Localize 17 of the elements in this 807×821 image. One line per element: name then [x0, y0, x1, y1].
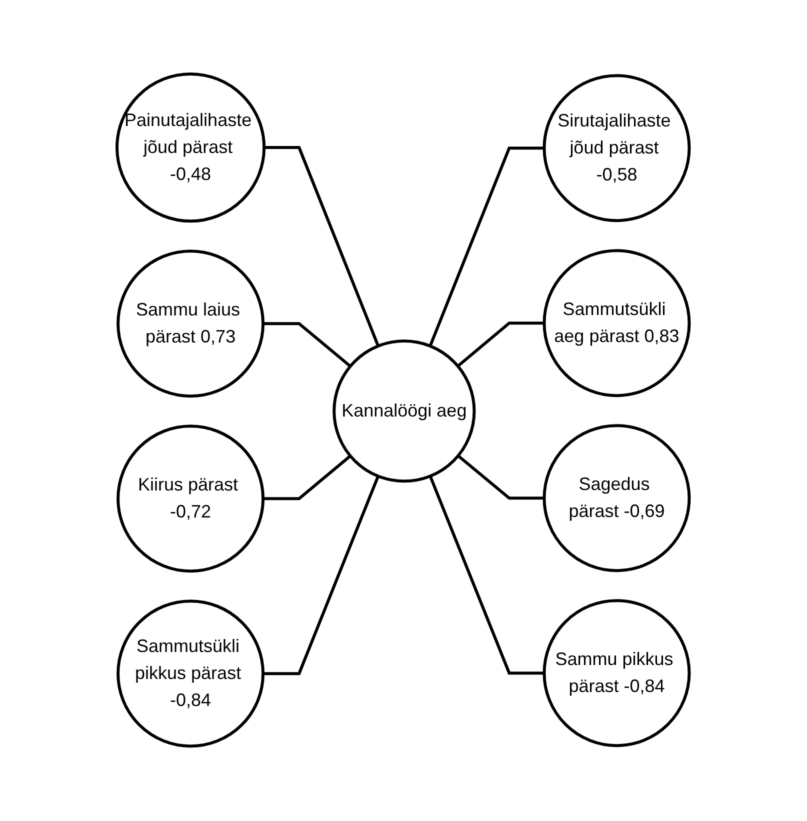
node-circle: Kiirus pärast -0,72: [116, 425, 265, 574]
connector: [457, 322, 545, 368]
node-circle: Sammutsükli aeg pärast 0,83: [543, 250, 692, 398]
connector: [263, 322, 352, 368]
connector: [263, 476, 380, 676]
node-circle: Sirutajalihaste jõud pärast -0,58: [543, 74, 692, 223]
node-circle: Painutajalihaste jõud pärast -0,48: [116, 72, 266, 224]
node-circle: Kannalöögi aeg: [332, 340, 476, 484]
connector: [458, 455, 545, 500]
connector: [263, 455, 352, 501]
node-circle: Sammu laius pärast 0,73: [116, 250, 265, 398]
node-circle: Sammutsükli pikkus pärast -0,84: [116, 600, 265, 748]
node-circle: Sammu pikkus pärast -0,84: [543, 600, 692, 748]
connector: [264, 146, 380, 348]
node-circle: Sagedus pärast -0,69: [543, 424, 692, 573]
connector: [429, 476, 545, 676]
connector: [429, 147, 545, 348]
